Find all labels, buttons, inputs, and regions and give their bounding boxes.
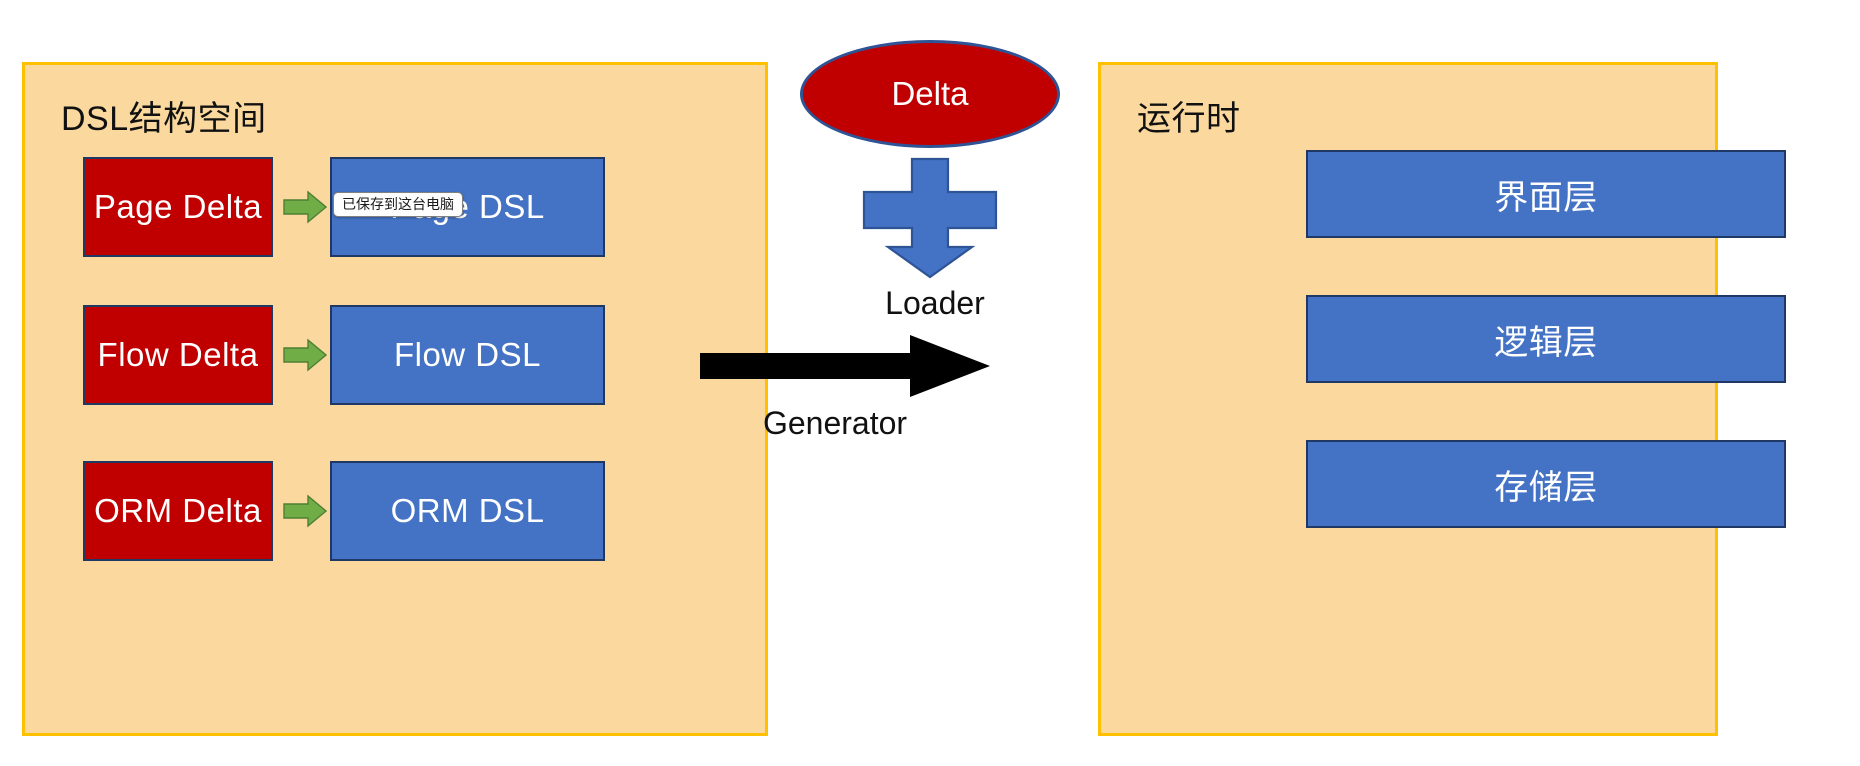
flow-dsl-box[interactable]: Flow DSL [330,305,605,405]
flow-delta-box[interactable]: Flow Delta [83,305,273,405]
storage-layer-box[interactable]: 存储层 [1306,440,1786,528]
dsl-structure-panel: DSL结构空间 Page Delta Page DSL Flow Delta F… [22,62,768,736]
green-arrow-right-icon [283,338,328,372]
logic-layer-box[interactable]: 逻辑层 [1306,295,1786,383]
ui-layer-box[interactable]: 界面层 [1306,150,1786,238]
loader-label: Loader [885,285,985,321]
dsl-panel-title: DSL结构空间 [61,100,267,138]
green-arrow-right-icon [283,190,328,224]
middle-flow-column: Delta Loader Generator [700,30,1080,460]
orm-delta-box[interactable]: ORM Delta [83,461,273,561]
plus-with-down-arrow-icon [860,155,1000,280]
page-delta-box[interactable]: Page Delta [83,157,273,257]
saved-to-this-pc-tooltip: 已保存到这台电脑 [333,192,463,218]
runtime-panel: 运行时 界面层 逻辑层 存储层 [1098,62,1786,736]
green-arrow-right-icon [283,494,328,528]
generator-label: Generator [762,405,908,441]
runtime-panel-title: 运行时 [1137,100,1241,138]
black-arrow-right-icon [700,335,990,397]
delta-ellipse[interactable]: Delta [800,40,1060,148]
orm-dsl-box[interactable]: ORM DSL [330,461,605,561]
